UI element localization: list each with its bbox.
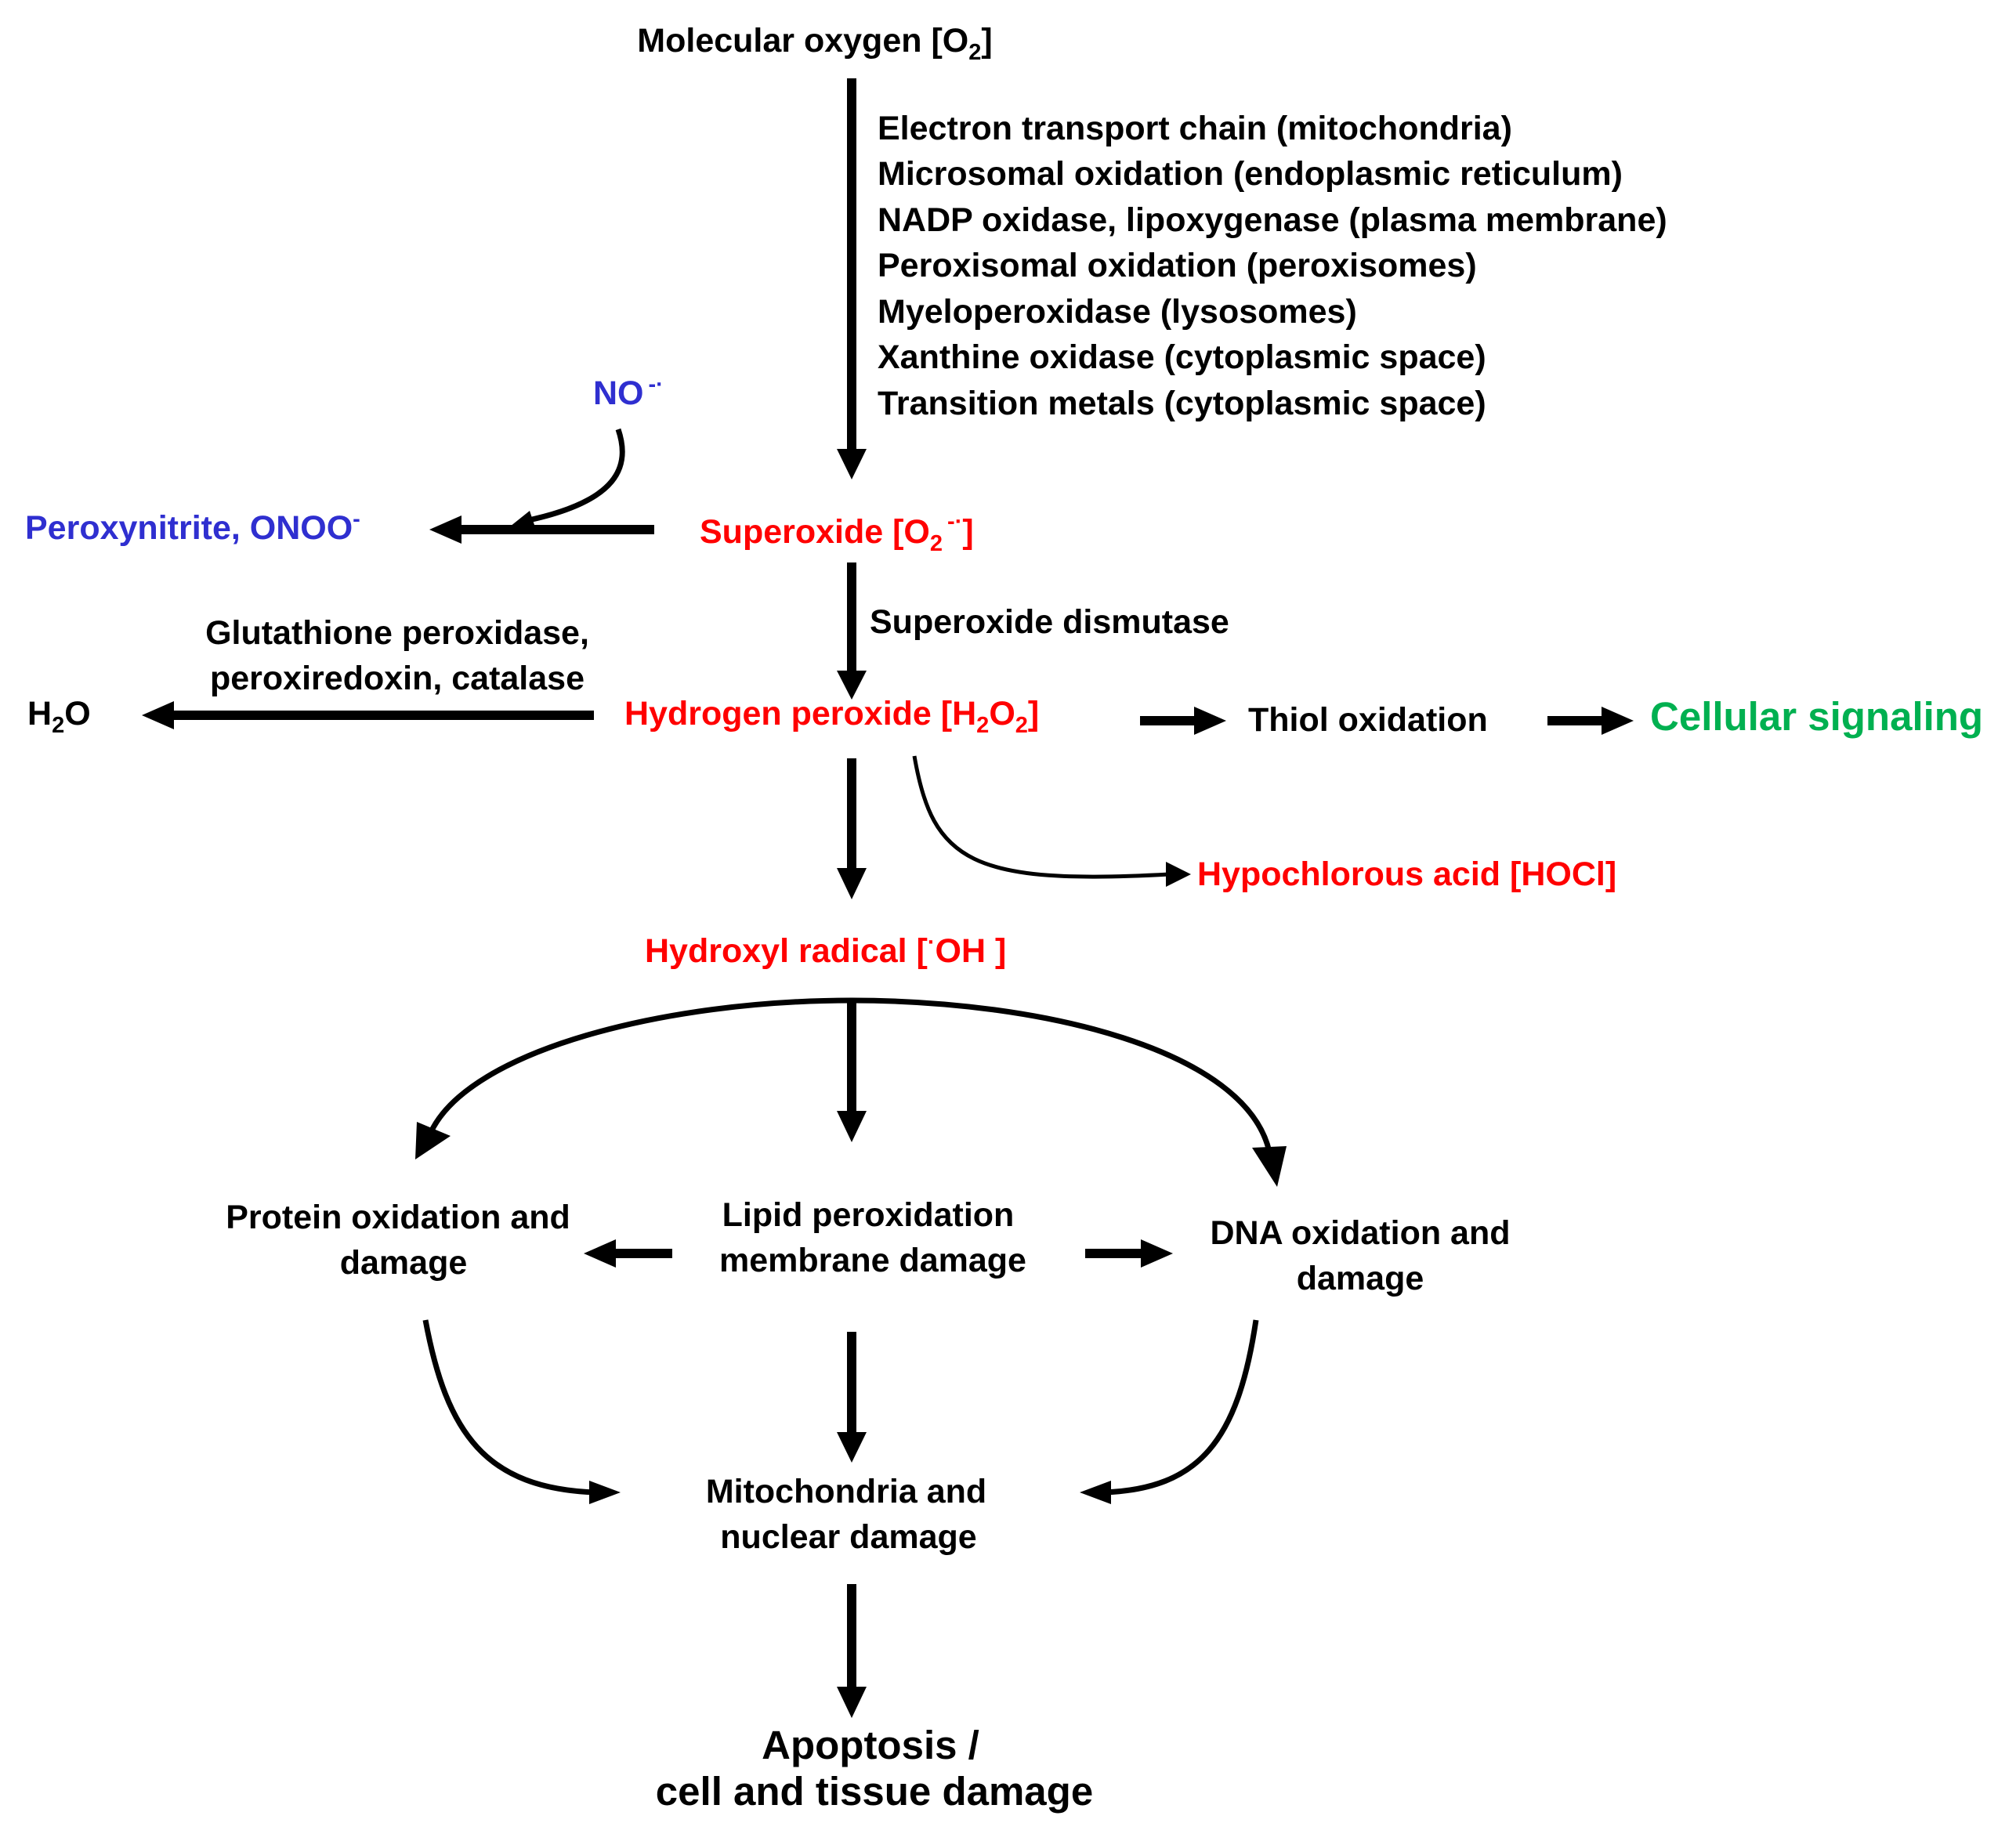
- water-label: H2O: [27, 695, 91, 738]
- dna-damage-label-line1: DNA oxidation and: [1210, 1214, 1510, 1252]
- apoptosis-label-line2: cell and tissue damage: [656, 1769, 1093, 1814]
- arrow-thiol-to-signaling: [1547, 707, 1634, 735]
- arrow-lipid-to-protein: [584, 1239, 672, 1268]
- arrow-hydrogen-peroxide-to-thiol: [1140, 707, 1226, 735]
- arrow-hydroxyl-arc-to-protein: [415, 997, 852, 1159]
- arrow-superoxide-to-hydrogen-peroxide: [837, 562, 867, 700]
- arrow-organelle-to-apoptosis: [837, 1584, 867, 1718]
- arrow-lipid-to-dna: [1085, 1239, 1173, 1268]
- source-item: Xanthine oxidase (cytoplasmic space): [878, 338, 1486, 376]
- source-item: NADP oxidase, lipoxygenase (plasma membr…: [878, 201, 1667, 239]
- superoxide-label: Superoxide [O2-·]: [700, 509, 974, 556]
- thiol-oxidation-label: Thiol oxidation: [1248, 701, 1488, 739]
- source-item: Transition metals (cytoplasmic space): [878, 385, 1486, 422]
- hypochlorous-acid-label: Hypochlorous acid [HOCl]: [1197, 855, 1616, 893]
- arrow-lipid-to-organelle: [837, 1332, 867, 1463]
- dna-damage-label-line2: damage: [1297, 1260, 1424, 1297]
- arrow-superoxide-to-peroxynitrite: [429, 515, 654, 544]
- arrow-dna-to-organelle: [1080, 1319, 1259, 1504]
- peroxidases-label-line2: peroxiredoxin, catalase: [210, 660, 585, 697]
- apoptosis-label-line1: Apoptosis /: [762, 1723, 979, 1767]
- organelle-damage-label-line1: Mitochondria and: [706, 1473, 986, 1510]
- lipid-damage-label-line1: Lipid peroxidation: [722, 1196, 1015, 1234]
- nitric-oxide-label: NO-·: [593, 372, 664, 412]
- superoxide-dismutase-label: Superoxide dismutase: [870, 603, 1229, 641]
- hydrogen-peroxide-label: Hydrogen peroxide [H2O2]: [624, 695, 1039, 738]
- source-item: Electron transport chain (mitochondria): [878, 110, 1512, 147]
- source-item: Microsomal oxidation (endoplasmic reticu…: [878, 155, 1623, 193]
- organelle-damage-label-line2: nuclear damage: [720, 1518, 976, 1556]
- arrow-protein-to-organelle: [422, 1319, 621, 1504]
- protein-damage-label-line2: damage: [340, 1244, 468, 1282]
- arrow-hydrogen-peroxide-to-hypochlorous: [912, 755, 1191, 887]
- arrow-hydroxyl-arc-to-dna: [851, 997, 1287, 1187]
- arrow-hydrogen-peroxide-to-hydroxyl: [837, 758, 867, 899]
- peroxynitrite-label: Peroxynitrite, ONOO-: [25, 507, 360, 547]
- hydroxyl-radical-label: Hydroxyl radical [·OH ]: [645, 930, 1006, 970]
- arrow-hydroxyl-to-lipid: [837, 1003, 867, 1142]
- source-item: Myeloperoxidase (lysosomes): [878, 293, 1357, 331]
- source-item: Peroxisomal oxidation (peroxisomes): [878, 247, 1477, 284]
- molecular-oxygen-label: Molecular oxygen [O2]: [637, 22, 992, 65]
- protein-damage-label-line1: Protein oxidation and: [226, 1199, 570, 1236]
- lipid-damage-label-line2: membrane damage: [719, 1242, 1026, 1279]
- peroxidases-label-line1: Glutathione peroxidase,: [205, 614, 589, 652]
- cellular-signaling-label: Cellular signaling: [1650, 694, 1983, 739]
- arrow-nitric-oxide-curve: [506, 428, 625, 530]
- arrow-oxygen-to-superoxide: [837, 78, 867, 479]
- arrow-hydrogen-peroxide-to-water: [142, 701, 594, 729]
- ros-sources-list: Electron transport chain (mitochondria) …: [878, 110, 1667, 422]
